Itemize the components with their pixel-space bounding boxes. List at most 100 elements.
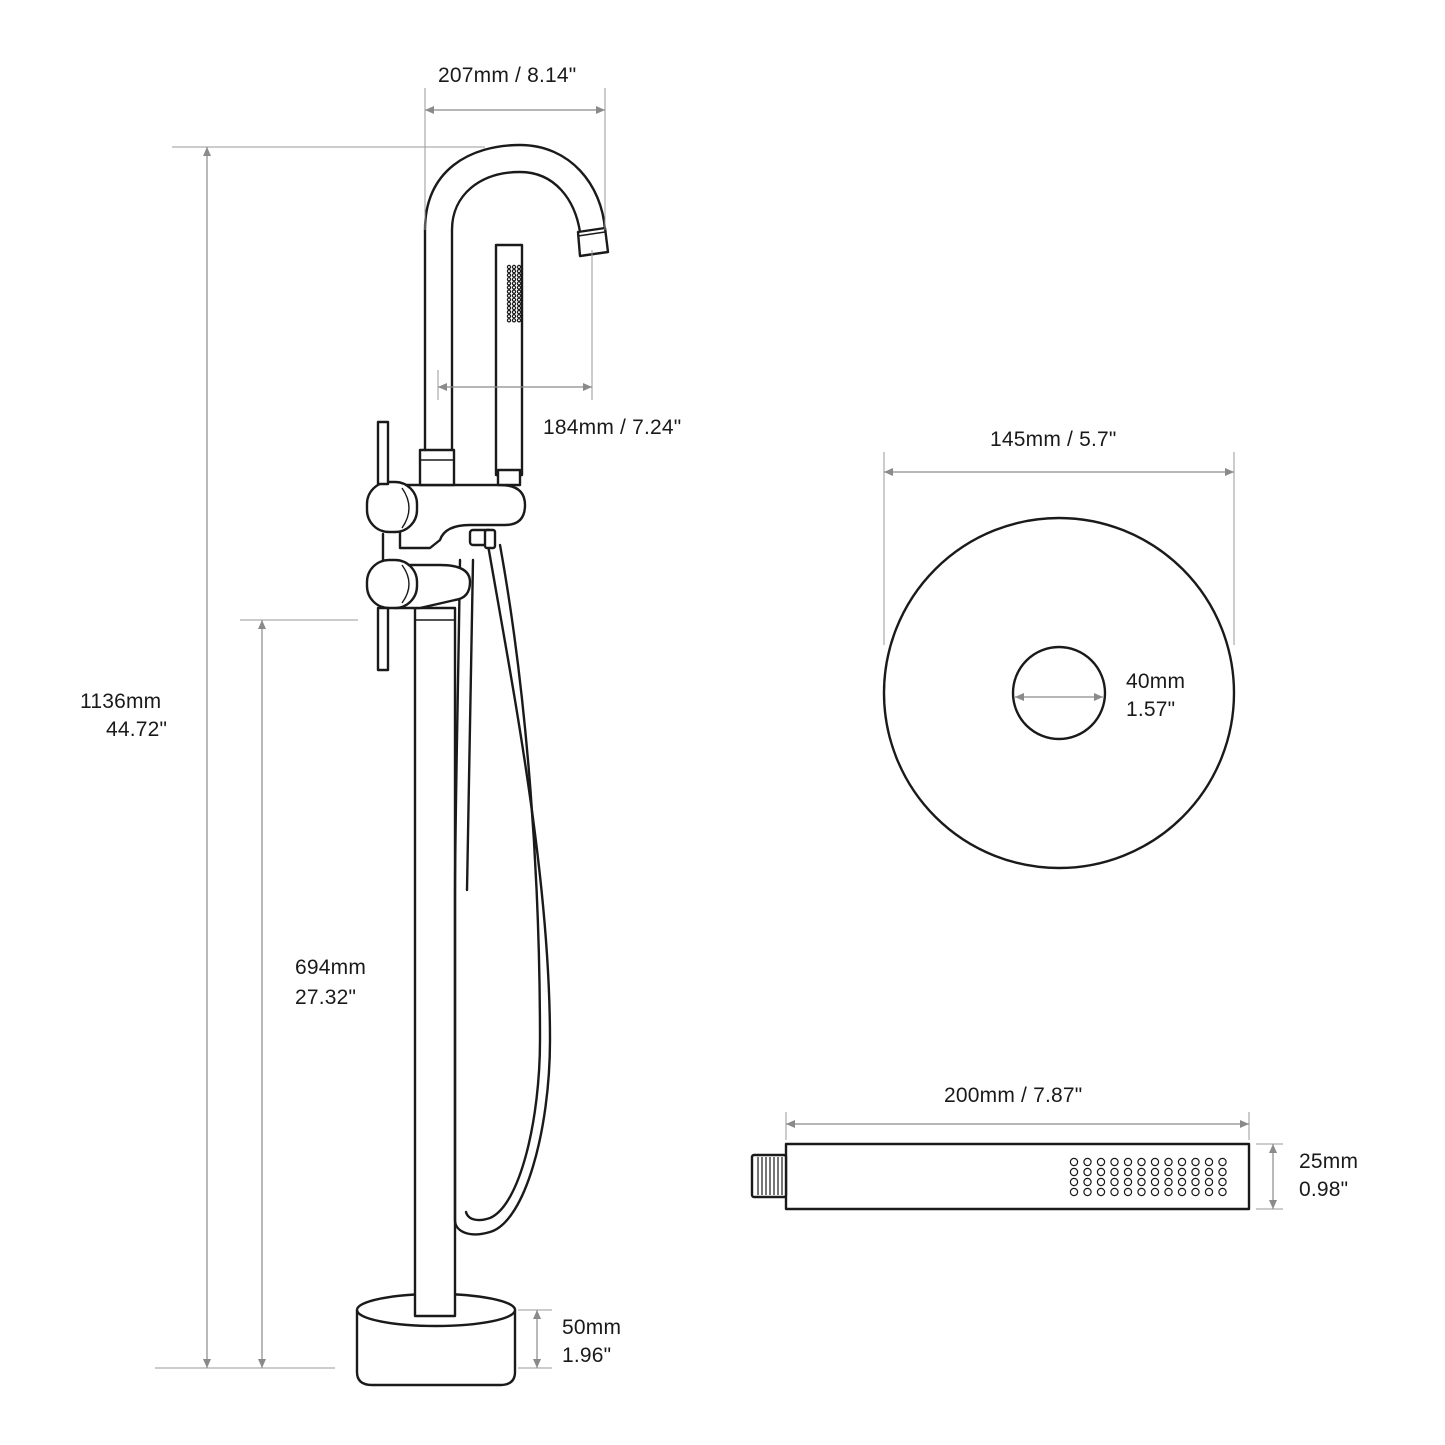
center-hole-mm: 40mm bbox=[1126, 670, 1185, 693]
nozzle-dot bbox=[1123, 1167, 1133, 1177]
nozzle-dot bbox=[511, 277, 517, 282]
hand-shower-length-label: 200mm / 7.87" bbox=[944, 1084, 1082, 1107]
nozzle-dot bbox=[511, 285, 517, 290]
nozzle-dot bbox=[1164, 1187, 1173, 1197]
nozzle-dot bbox=[1204, 1157, 1214, 1167]
hand-shower-docked bbox=[494, 243, 524, 487]
nozzle-dot bbox=[511, 318, 517, 323]
hand-shower-width-mm: 25mm bbox=[1299, 1150, 1358, 1173]
nozzle-dot bbox=[506, 305, 512, 311]
nozzle-dot bbox=[1191, 1157, 1200, 1167]
nozzle-dot bbox=[1164, 1177, 1173, 1187]
base-height-mm: 50mm bbox=[562, 1316, 621, 1339]
nozzle-dot bbox=[506, 273, 512, 278]
nozzle-dot bbox=[1191, 1167, 1200, 1177]
nozzle-dot bbox=[516, 264, 522, 270]
nozzle-dot bbox=[511, 293, 517, 298]
nozzle-dot bbox=[1177, 1167, 1187, 1177]
total-height-in: 44.72" bbox=[106, 718, 167, 741]
nozzle-dot bbox=[516, 281, 522, 286]
nozzle-dot bbox=[1150, 1177, 1160, 1187]
nozzle-dot bbox=[511, 305, 517, 311]
nozzle-dot bbox=[1083, 1167, 1092, 1177]
nozzle-dot bbox=[1218, 1167, 1227, 1177]
nozzle-dot bbox=[1204, 1167, 1214, 1177]
nozzle-dot bbox=[1137, 1187, 1146, 1197]
nozzle-dot bbox=[1096, 1167, 1106, 1177]
valve-height-mm: 694mm bbox=[295, 956, 366, 979]
nozzle-dot bbox=[1069, 1167, 1079, 1177]
nozzle-dot bbox=[1218, 1187, 1227, 1197]
handshower-offset-label: 184mm / 7.24" bbox=[543, 416, 681, 439]
nozzle-dot bbox=[511, 281, 517, 286]
nozzle-dot bbox=[1150, 1167, 1160, 1177]
nozzle-dot bbox=[516, 314, 522, 319]
nozzle-dot bbox=[1177, 1187, 1187, 1197]
nozzle-dot bbox=[506, 277, 512, 282]
nozzle-dot bbox=[1069, 1157, 1079, 1167]
dimension-spout-reach: 207mm / 8.14" bbox=[424, 64, 606, 230]
nozzle-dot bbox=[506, 309, 512, 315]
nozzle-dot bbox=[511, 268, 517, 274]
nozzle-dot bbox=[516, 301, 522, 307]
dimension-valve-height: 694mm 27.32" bbox=[240, 619, 366, 1368]
nozzle-dot bbox=[516, 289, 522, 294]
nozzle-dot bbox=[1110, 1187, 1119, 1197]
nozzle-dot bbox=[516, 293, 522, 298]
nozzle-dot bbox=[516, 273, 522, 278]
center-hole-circle bbox=[1011, 645, 1107, 741]
nozzle-dot bbox=[516, 318, 522, 323]
hand-shower-connector bbox=[750, 1153, 788, 1199]
nozzle-dot bbox=[1137, 1167, 1146, 1177]
nozzle-dot bbox=[506, 293, 512, 298]
nozzle-dot bbox=[1123, 1177, 1133, 1187]
nozzle-dot bbox=[1083, 1177, 1092, 1187]
total-height-mm: 1136mm bbox=[80, 690, 161, 713]
gooseneck-spout bbox=[423, 143, 607, 452]
nozzle-dot bbox=[1110, 1167, 1119, 1177]
upper-valve-body bbox=[365, 420, 527, 550]
nozzle-dot bbox=[1083, 1187, 1092, 1197]
nozzle-dot bbox=[516, 305, 522, 311]
nozzle-dot bbox=[516, 277, 522, 282]
valve-height-in: 27.32" bbox=[295, 986, 356, 1009]
nozzle-dot bbox=[506, 318, 512, 323]
nozzle-dot bbox=[1150, 1157, 1160, 1167]
nozzle-dot bbox=[1069, 1187, 1079, 1197]
nozzle-dot bbox=[1218, 1157, 1227, 1167]
nozzle-dot bbox=[1083, 1157, 1092, 1167]
dimension-total-height: 1136mm 44.72" bbox=[80, 146, 485, 1369]
nozzle-dot bbox=[511, 297, 517, 302]
nozzle-dot bbox=[516, 309, 522, 315]
dimension-base-height: 50mm 1.96" bbox=[518, 1309, 621, 1369]
nozzle-dot bbox=[511, 289, 517, 294]
nozzle-dot bbox=[1164, 1157, 1173, 1167]
hand-shower-hose bbox=[453, 543, 552, 1236]
nozzle-dot bbox=[1164, 1167, 1173, 1177]
nozzle-dot bbox=[506, 285, 512, 290]
spout-collar bbox=[418, 448, 456, 487]
spray-nozzle-pattern bbox=[1069, 1157, 1227, 1197]
nozzle-dot bbox=[506, 297, 512, 302]
nozzle-dot bbox=[506, 264, 512, 270]
nozzle-dot bbox=[1110, 1177, 1119, 1187]
nozzle-dot bbox=[1177, 1157, 1187, 1167]
nozzle-dot bbox=[1150, 1187, 1160, 1197]
base-plate-top-view: 40mm 1.57" 145mm / 5.7" bbox=[882, 428, 1236, 870]
nozzle-dot bbox=[1218, 1177, 1227, 1187]
nozzle-dot bbox=[506, 301, 512, 307]
nozzle-dot bbox=[1177, 1177, 1187, 1187]
hand-shower-width-in: 0.98" bbox=[1299, 1178, 1348, 1201]
hand-shower-body bbox=[784, 1142, 1251, 1211]
nozzle-dot bbox=[1191, 1177, 1200, 1187]
nozzle-dot bbox=[1191, 1187, 1200, 1197]
center-hole-in: 1.57" bbox=[1126, 698, 1175, 721]
dimension-handshower-offset: 184mm / 7.24" bbox=[437, 250, 681, 439]
nozzle-dot bbox=[1096, 1157, 1106, 1167]
nozzle-dot bbox=[1123, 1187, 1133, 1197]
nozzle-dot bbox=[506, 281, 512, 286]
nozzle-dot bbox=[506, 289, 512, 294]
nozzle-dot bbox=[1096, 1177, 1106, 1187]
faucet-column bbox=[413, 606, 457, 1318]
